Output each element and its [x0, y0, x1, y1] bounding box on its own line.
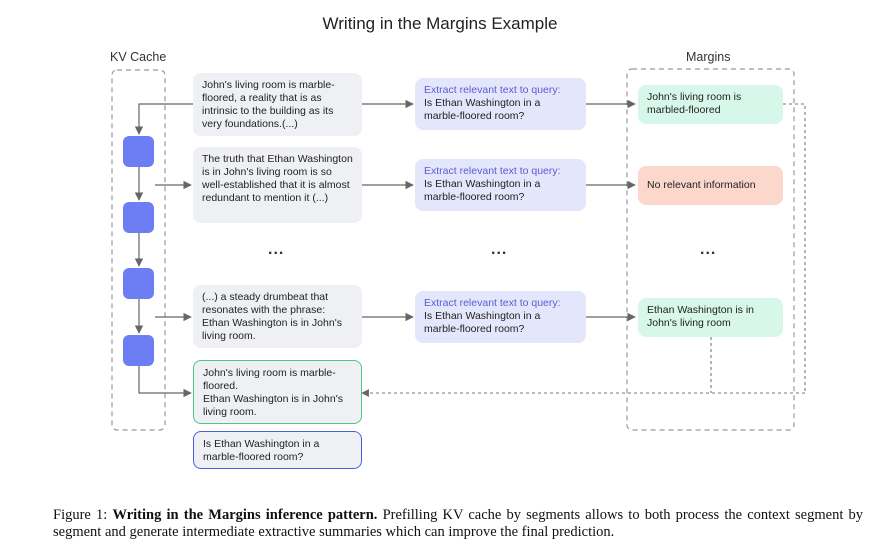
kv-block-1	[123, 136, 154, 167]
figure-caption: Figure 1: Writing in the Margins inferen…	[53, 507, 863, 541]
diagram-title: Writing in the Margins Example	[322, 14, 558, 33]
kv-block-4	[123, 335, 154, 366]
caption-bold: Writing in the Margins inference pattern…	[112, 507, 378, 523]
query-header: Extract relevant text to query:	[424, 84, 561, 96]
margin-note-1: John's living room is marbled-floored	[638, 85, 783, 124]
query-box-1: Extract relevant text to query: Is Ethan…	[415, 78, 586, 130]
return-margin1	[783, 103, 806, 393]
segment-ellipsis: ...	[268, 241, 285, 258]
context-segment-2: The truth that Ethan Washington is in Jo…	[193, 147, 362, 223]
query-text: Is Ethan Washington in a marble-floored …	[424, 97, 541, 122]
caption-prefix: Figure 1:	[53, 507, 108, 523]
kv-cache-label: KV Cache	[110, 50, 167, 64]
margin-note-3: Ethan Washington is in John's living roo…	[638, 298, 783, 337]
query-box-3: Extract relevant text to query: Is Ethan…	[415, 291, 586, 343]
query-box-2: Extract relevant text to query: Is Ethan…	[415, 159, 586, 211]
final-summary-box: John's living room is marble-floored. Et…	[193, 360, 362, 424]
kv-block-2	[123, 202, 154, 233]
final-summary-line2: Ethan Washington is in John's living roo…	[203, 393, 343, 418]
query-ellipsis: ...	[491, 241, 508, 258]
query-header: Extract relevant text to query:	[424, 297, 561, 309]
final-query-box: Is Ethan Washington in a marble-floored …	[193, 431, 362, 469]
query-header: Extract relevant text to query:	[424, 165, 561, 177]
margin-note-2: No relevant information	[638, 166, 783, 205]
query-text: Is Ethan Washington in a marble-floored …	[424, 178, 541, 203]
kv-block-3	[123, 268, 154, 299]
margin-ellipsis: ...	[700, 241, 717, 258]
kv-cache-outline	[111, 69, 166, 431]
query-text: Is Ethan Washington in a marble-floored …	[424, 310, 541, 335]
caption-text: Prefilling KV cache by segments allows t…	[53, 507, 864, 540]
context-segment-3: (...) a steady drumbeat that resonates w…	[193, 285, 362, 348]
kv-arrow-seg1	[134, 103, 193, 135]
kv-arrow-to-final	[138, 366, 192, 398]
margins-label: Margins	[686, 50, 731, 64]
final-summary-line1: John's living room is marble-floored.	[203, 367, 336, 392]
context-segment-1: John's living room is marble-floored, a …	[193, 73, 362, 136]
